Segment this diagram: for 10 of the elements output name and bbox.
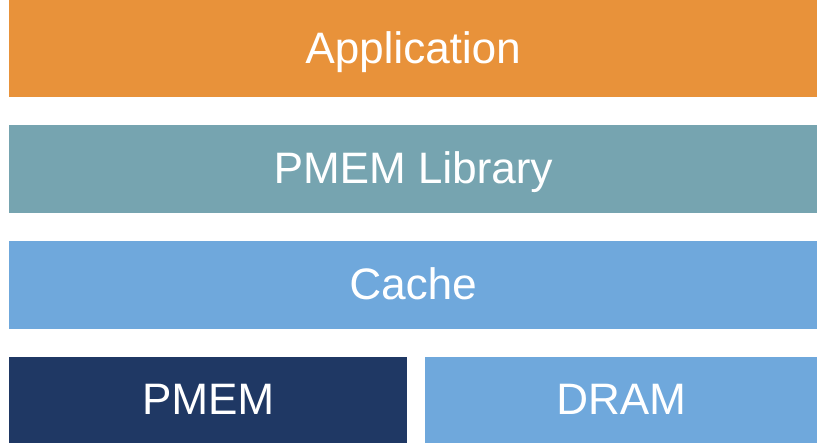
layer-label: Cache	[349, 260, 477, 310]
layer-label: PMEM Library	[274, 144, 552, 194]
memory-block	[9, 357, 407, 443]
layer-label: DRAM	[556, 375, 686, 425]
layer-label: PMEM	[142, 375, 274, 425]
memory-block	[425, 357, 817, 443]
application-layer	[9, 0, 817, 97]
library-layer	[9, 125, 817, 213]
cache-layer	[9, 241, 817, 329]
layer-label: Application	[305, 24, 521, 74]
